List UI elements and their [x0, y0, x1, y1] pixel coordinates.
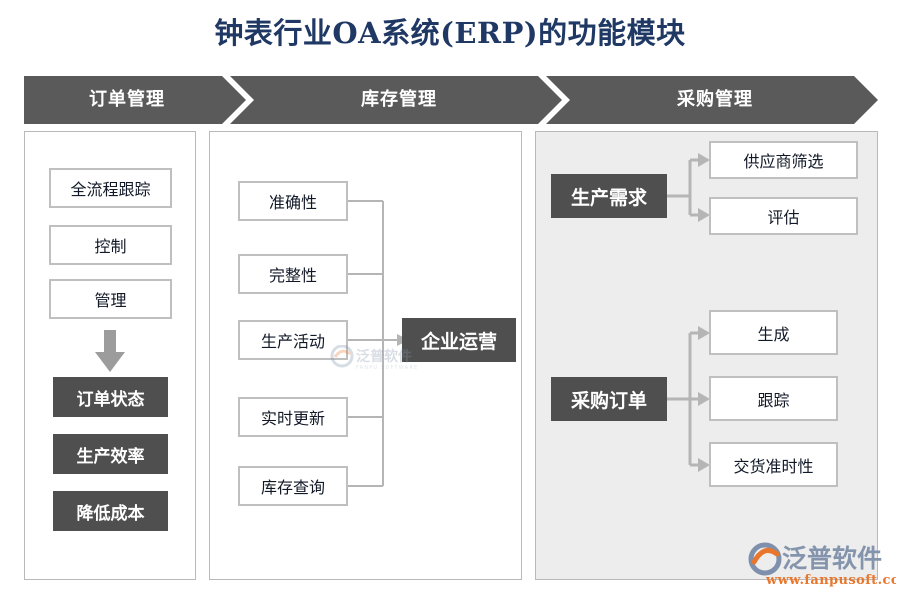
node-realtime-update[interactable]: 实时更新	[238, 397, 348, 437]
node-production-activity[interactable]: 生产活动	[238, 320, 348, 360]
node-completeness[interactable]: 完整性	[238, 254, 348, 294]
node-order-status[interactable]: 订单状态	[53, 377, 168, 417]
process-banner: 订单管理 库存管理 采购管理	[24, 76, 878, 124]
banner-segment-label-procure: 采购管理	[677, 89, 753, 110]
node-control[interactable]: 控制	[49, 225, 172, 265]
watermark-text: 泛普软件	[356, 348, 412, 365]
fanpu-logo-text: 泛普软件	[782, 544, 882, 573]
down-arrow-icon	[95, 330, 125, 372]
banner-segment-label-stock: 库存管理	[361, 89, 437, 110]
watermark-logo-middle: 泛普软件 FANPU SOFTWARE	[330, 344, 442, 371]
fanpu-logo: 泛普软件 www.fanpusoft.com	[748, 541, 900, 591]
node-supplier-screening[interactable]: 供应商筛选	[709, 141, 858, 179]
banner-shape	[24, 76, 878, 124]
node-purchase-order[interactable]: 采购订单	[551, 377, 667, 421]
node-enterprise-operation[interactable]: 企业运营	[402, 318, 516, 362]
node-accuracy[interactable]: 准确性	[238, 181, 348, 221]
banner-segment-label-order: 订单管理	[89, 89, 165, 110]
node-production-efficiency[interactable]: 生产效率	[53, 434, 168, 474]
node-production-demand[interactable]: 生产需求	[551, 174, 667, 218]
node-full-process-tracking[interactable]: 全流程跟踪	[49, 168, 172, 208]
page-title: 钟表行业OA系统(ERP)的功能模块	[214, 16, 686, 50]
fanpu-logo-url: www.fanpusoft.com	[765, 573, 896, 588]
node-stock-query[interactable]: 库存查询	[238, 466, 348, 506]
node-reduce-cost[interactable]: 降低成本	[53, 491, 168, 531]
node-evaluation[interactable]: 评估	[709, 197, 858, 235]
node-delivery-punctuality[interactable]: 交货准时性	[709, 442, 838, 487]
fanpu-swoosh-icon	[748, 542, 782, 576]
node-generate[interactable]: 生成	[709, 310, 838, 355]
watermark-subtext: FANPU SOFTWARE	[356, 365, 418, 371]
node-management[interactable]: 管理	[49, 279, 172, 319]
node-tracking[interactable]: 跟踪	[709, 376, 838, 421]
